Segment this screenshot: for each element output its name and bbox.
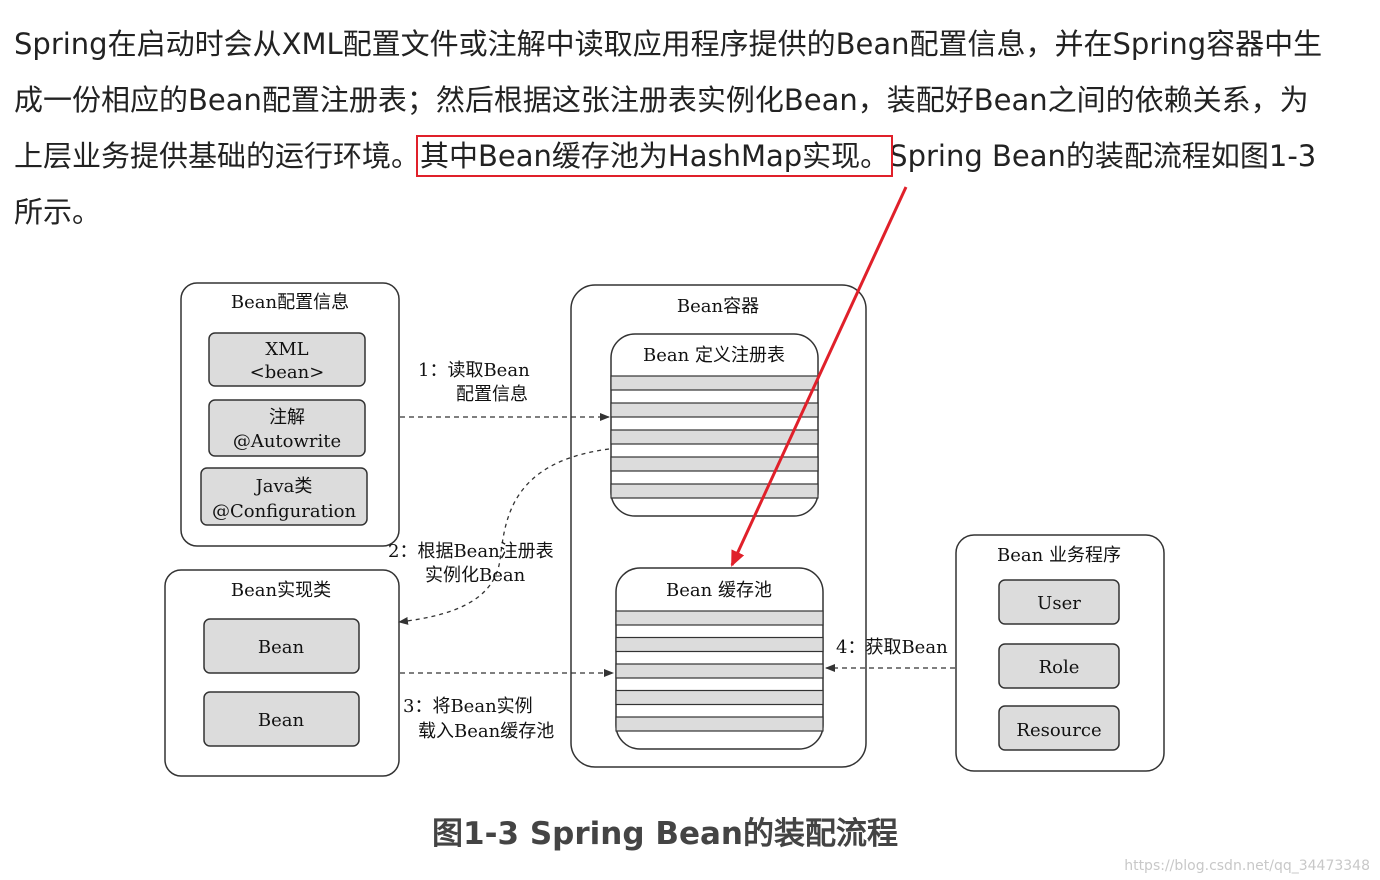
registry-row-1: [610, 375, 819, 391]
registry-row-3: [610, 429, 819, 445]
registry-row-2: [610, 402, 819, 418]
step2-label-line1: 2：根据Bean注册表: [388, 541, 554, 562]
config-info-box: Bean配置信息 XML <bean> 注解 @Autowrite Java类 …: [180, 282, 400, 547]
xml-config-item: [208, 332, 366, 387]
highlighted-sentence: 其中Bean缓存池为HashMap实现。: [416, 135, 894, 177]
business-role-item: [998, 643, 1120, 689]
cache-pool-rows: [615, 610, 824, 732]
cache-pool-title: Bean 缓存池: [666, 580, 772, 601]
config-info-title: Bean配置信息: [231, 292, 349, 313]
annotation-config-label: 注解: [269, 407, 305, 428]
highlight-pointer-arrow: [730, 186, 908, 567]
cache-pool-row-3: [615, 663, 824, 679]
cache-pool-row-2: [615, 636, 824, 653]
bean-impl-title: Bean实现类: [231, 580, 331, 601]
cache-pool-row-1: [615, 610, 824, 626]
cache-pool-row-4: [615, 689, 824, 706]
bean-business-box: Bean 业务程序 User Role Resource: [955, 534, 1165, 772]
xml-config-sublabel: <bean>: [250, 362, 325, 383]
bean-container-title: Bean容器: [677, 296, 759, 317]
registry-row-5: [610, 483, 819, 499]
business-role-label: Role: [1039, 657, 1080, 678]
business-user-label: User: [1037, 593, 1081, 614]
registry-row-4: [610, 456, 819, 472]
bean-impl-box: Bean实现类 Bean Bean: [164, 569, 400, 777]
business-resource-label: Resource: [1016, 720, 1101, 741]
step3-label-line1: 3：将Bean实例: [403, 696, 533, 717]
registry-title: Bean 定义注册表: [643, 345, 785, 366]
java-config-sublabel: @Configuration: [212, 501, 356, 522]
xml-config-label: XML: [265, 339, 308, 360]
business-resource-item: [998, 705, 1120, 751]
step2-arrow: [398, 448, 610, 625]
annotation-config-item: [208, 399, 366, 457]
step4-label: 4：获取Bean: [836, 637, 948, 658]
registry-rows: [610, 375, 819, 499]
bean-definition-registry: Bean 定义注册表: [610, 333, 819, 517]
bean-impl-item-2: [203, 691, 360, 747]
bean-impl-item-1-label: Bean: [258, 637, 305, 658]
bean-impl-item-1: [203, 618, 360, 674]
intro-text-part2: Spring Bean的装配流程如图1-3所示。: [14, 139, 1317, 229]
business-title: Bean 业务程序: [997, 545, 1121, 566]
figure-caption: 图1-3 Spring Bean的装配流程: [432, 816, 898, 852]
step1-label-line1: 1：读取Bean: [418, 360, 530, 381]
step1-label-line2: 配置信息: [456, 384, 528, 405]
watermark: https://blog.csdn.net/qq_34473348: [1124, 858, 1370, 874]
annotation-config-sublabel: @Autowrite: [233, 431, 341, 452]
cache-pool-row-5: [615, 716, 824, 732]
bean-impl-item-2-label: Bean: [258, 710, 305, 731]
java-config-label: Java类: [254, 476, 313, 497]
bean-container-box: Bean容器 Bean 定义注册表 Bean 缓存池: [570, 284, 867, 768]
intro-paragraph: Spring在启动时会从XML配置文件或注解中读取应用程序提供的Bean配置信息…: [14, 16, 1324, 240]
business-user-item: [998, 579, 1120, 625]
java-config-item: [200, 467, 368, 526]
intro-text-part1: Spring在启动时会从XML配置文件或注解中读取应用程序提供的Bean配置信息…: [14, 27, 1323, 173]
step3-label-line2: 载入Bean缓存池: [418, 721, 554, 742]
step2-label-line2: 实例化Bean: [425, 565, 526, 586]
bean-cache-pool: Bean 缓存池: [615, 567, 824, 750]
